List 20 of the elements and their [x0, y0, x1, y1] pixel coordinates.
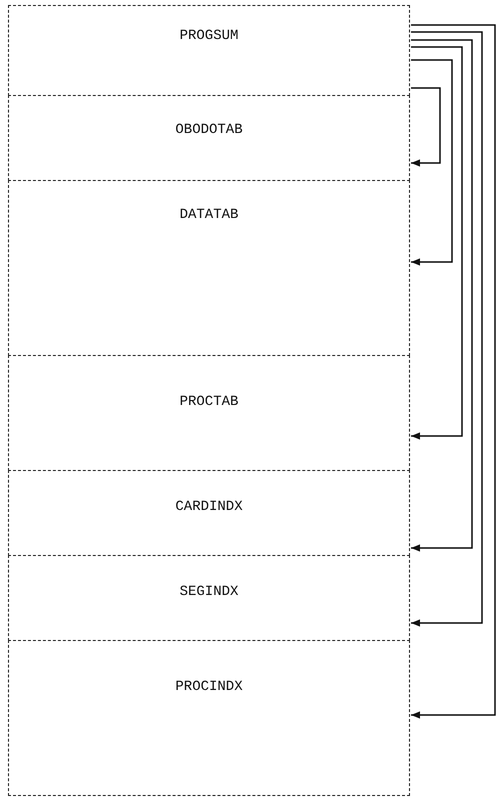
region-label: PROCINDX [174, 679, 244, 695]
arrow [411, 46, 463, 440]
memory-region-box [8, 5, 410, 96]
arrow [411, 31, 483, 627]
arrow [411, 24, 496, 719]
memory-region-box [8, 640, 410, 796]
region-label: SEGINDX [178, 584, 240, 600]
region-label: OBODOTAB [174, 122, 244, 138]
arrow [411, 39, 473, 552]
memory-region-box [8, 355, 410, 471]
region-label: DATATAB [178, 207, 240, 223]
arrow [411, 59, 453, 266]
memory-region-box [8, 180, 410, 356]
region-label: PROCTAB [178, 394, 240, 410]
memory-region-box [8, 555, 410, 641]
region-label: CARDINDX [174, 499, 244, 515]
arrow [411, 87, 441, 167]
region-label: PROGSUM [178, 28, 240, 44]
memory-region-box [8, 470, 410, 556]
memory-region-box [8, 95, 410, 181]
